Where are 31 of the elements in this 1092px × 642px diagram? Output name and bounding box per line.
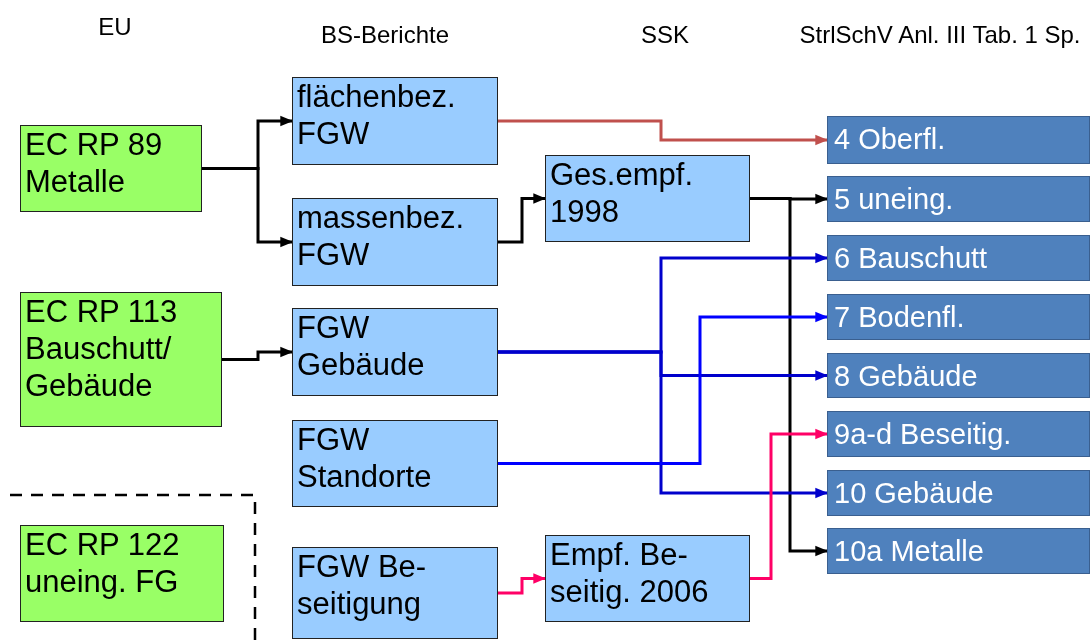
arrow: [498, 573, 547, 595]
arrow: [750, 428, 829, 580]
arrow: [498, 193, 547, 244]
report-box: massenbez. FGW: [292, 198, 498, 286]
column-heading: SSK: [640, 20, 690, 50]
arrow: [750, 197, 829, 557]
column-box: 6 Bauschutt: [827, 235, 1090, 281]
column-box: 10 Gebäude: [827, 470, 1090, 516]
report-box: FGW Be- seitigung: [292, 547, 498, 639]
column-box: 10a Metalle: [827, 528, 1090, 574]
source-box: EC RP 113 Bauschutt/ Gebäude: [20, 292, 222, 427]
column-box: 5 uneing.: [827, 176, 1090, 222]
arrow: [498, 119, 829, 146]
column-box: 8 Gebäude: [827, 353, 1090, 398]
source-box: EC RP 89 Metalle: [20, 125, 202, 212]
report-box: Empf. Be- seitig. 2006: [545, 535, 750, 622]
report-box: flächenbez. FGW: [292, 77, 498, 165]
report-box: FGW Standorte: [292, 420, 498, 507]
column-box: 4 Oberfl.: [827, 116, 1090, 164]
report-box: Ges.empf. 1998: [545, 155, 750, 242]
column-box: 9a-d Beseitig.: [827, 411, 1090, 457]
arrow: [202, 167, 294, 248]
column-heading: StrlSchV Anl. III Tab. 1 Sp.: [798, 20, 1082, 50]
arrow: [498, 311, 829, 465]
arrow: [498, 350, 829, 499]
source-box: EC RP 122 uneing. FG: [20, 525, 224, 622]
report-box: FGW Gebäude: [292, 308, 498, 396]
column-box: 7 Bodenfl.: [827, 294, 1090, 340]
column-heading: EU: [97, 12, 133, 42]
arrow: [222, 346, 294, 361]
column-heading: BS-Berichte: [319, 20, 451, 50]
